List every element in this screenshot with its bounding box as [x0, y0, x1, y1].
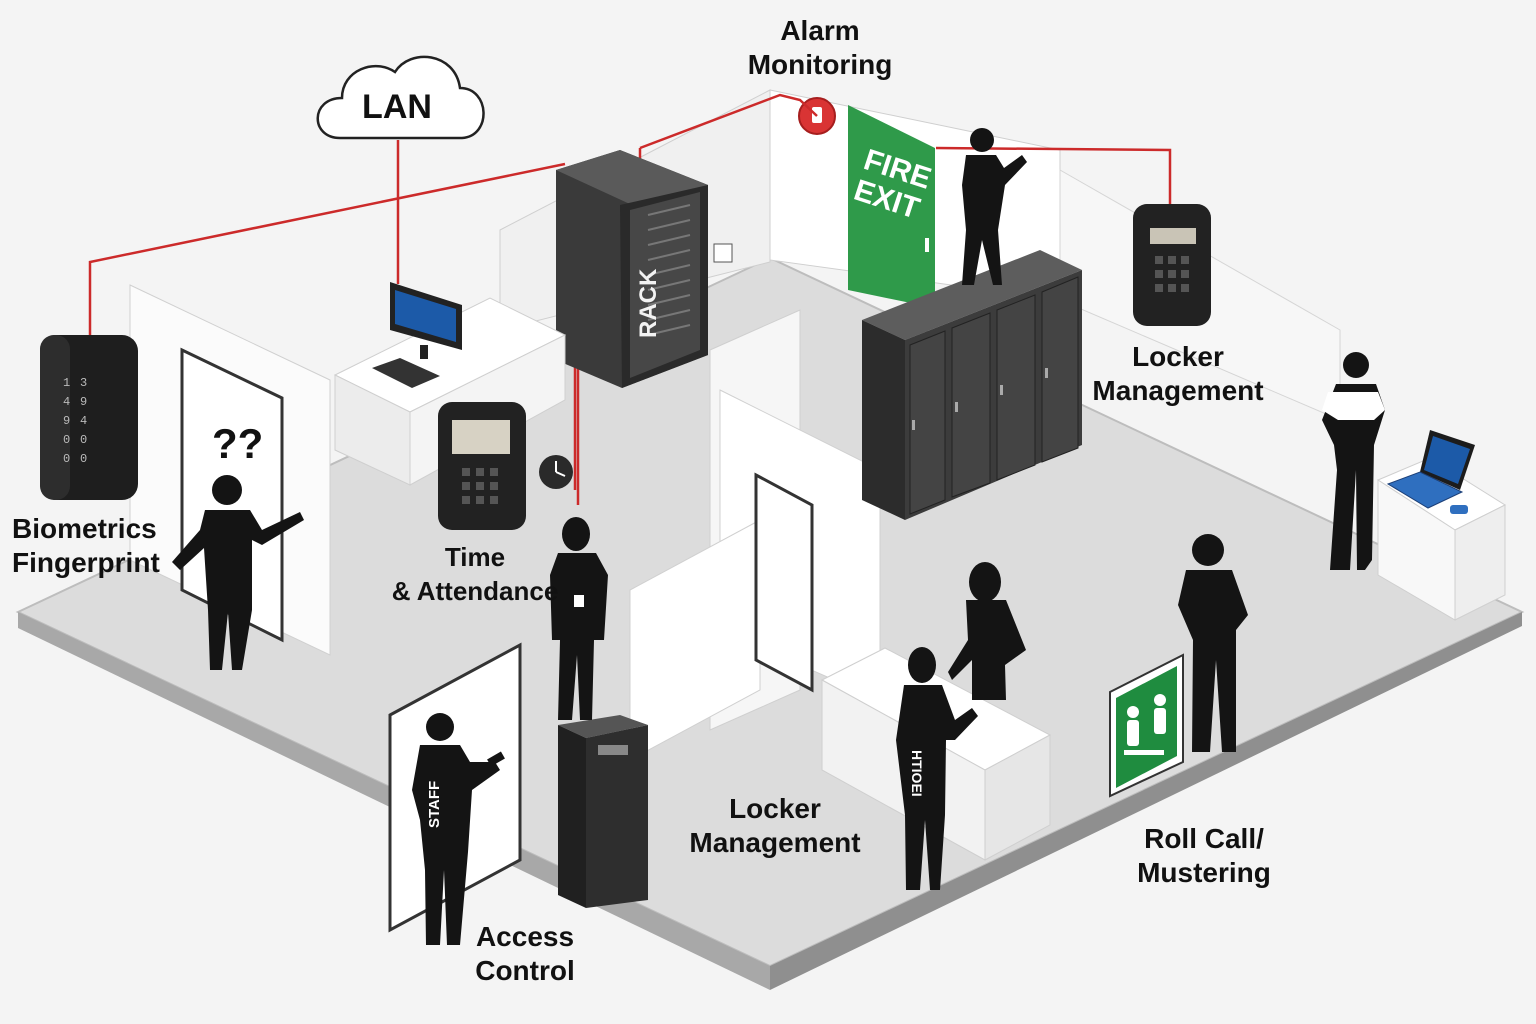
label-time-attendance: Time& Attendance — [391, 542, 559, 606]
receptionist-woman — [948, 562, 1026, 700]
svg-text:1: 1 — [63, 376, 70, 390]
clock-icon — [539, 455, 573, 489]
desktop-computer[interactable] — [372, 282, 462, 388]
muster-point-sign — [1109, 653, 1184, 798]
laptop-computer[interactable] — [1386, 430, 1475, 514]
svg-text:0: 0 — [63, 452, 70, 466]
locker-bank[interactable] — [862, 250, 1082, 520]
svg-text:0: 0 — [80, 452, 87, 466]
people-silhouettes: STAFF HTIOEI — [172, 128, 1385, 945]
standing-manager-right — [1322, 352, 1385, 570]
roll-call-person — [1178, 534, 1248, 752]
svg-text:4: 4 — [80, 414, 87, 428]
svg-text:3: 3 — [80, 376, 87, 390]
lan-cloud-icon — [316, 55, 485, 140]
label-roll-call: Roll Call/Mustering — [1137, 823, 1271, 888]
question-marks: ?? — [212, 420, 263, 467]
server-rack[interactable]: RACK — [556, 150, 708, 388]
security-guard-scanner: STAFF — [412, 713, 505, 945]
employee-with-badge — [550, 517, 608, 720]
wall-switch-icon — [713, 243, 733, 263]
visitor-shirt-text: HTIOEI — [909, 750, 925, 797]
svg-text:0: 0 — [80, 433, 87, 447]
svg-text:0: 0 — [63, 433, 70, 447]
svg-text:9: 9 — [63, 414, 70, 428]
lan-label: LAN — [362, 88, 432, 126]
access-control-turnstile[interactable] — [558, 715, 648, 908]
staff-shirt-text: STAFF — [426, 781, 443, 828]
floor-edge-right — [770, 612, 1522, 990]
door-frame-center — [754, 472, 814, 693]
partition-front — [629, 519, 761, 761]
svg-text:9: 9 — [80, 395, 87, 409]
standing-worker-top — [962, 128, 1027, 285]
svg-text:4: 4 — [63, 395, 70, 409]
rack-label: RACK — [635, 268, 662, 338]
fire-exit-handle — [925, 238, 929, 252]
fire-exit-door[interactable] — [848, 105, 935, 308]
visitor-at-desk: HTIOEI — [896, 647, 978, 890]
time-attendance-terminal[interactable] — [438, 402, 526, 530]
locker-keypad-reader[interactable] — [1133, 204, 1211, 326]
confused-visitor — [172, 475, 304, 670]
